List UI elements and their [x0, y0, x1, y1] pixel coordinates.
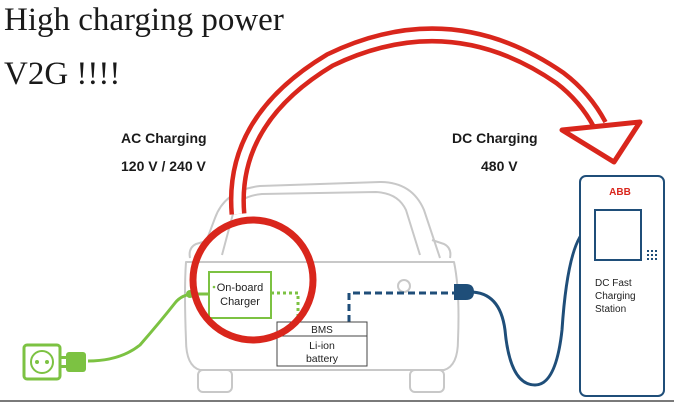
headline-line-1: High charging power: [4, 2, 284, 38]
ac-charging-voltage: 120 V / 240 V: [121, 158, 206, 174]
battery-label-2: battery: [306, 353, 339, 365]
onboard-charger-box: [208, 271, 272, 319]
dc-dashed-link: [347, 291, 455, 322]
battery-label-1: Li-ion: [309, 340, 335, 352]
onboard-bullet: [212, 285, 216, 289]
onboard-charger-label-2: Charger: [220, 296, 260, 308]
ac-plug-icon: [60, 352, 86, 372]
station-label-1: DC Fast: [595, 278, 632, 289]
v2g-arrow: [228, 26, 643, 215]
ac-green-cable: [87, 290, 210, 363]
dc-charging-station: [579, 175, 665, 397]
dc-cable: [469, 226, 589, 387]
highlight-circle: [189, 216, 317, 344]
wall-outlet-icon: [22, 343, 62, 381]
dc-charging-title: DC Charging: [452, 130, 538, 146]
onboard-charger-label-1: On-board: [217, 282, 263, 294]
station-label-3: Station: [595, 304, 626, 315]
headline-line-2: V2G !!!!: [4, 56, 121, 92]
charger-to-battery-link: [271, 291, 300, 322]
dc-plug-icon: [454, 284, 474, 300]
bms-label: BMS: [311, 325, 333, 336]
battery-box: [276, 321, 368, 367]
dc-charging-voltage: 480 V: [481, 158, 518, 174]
station-label-2: Charging: [595, 291, 636, 302]
ac-charging-title: AC Charging: [121, 130, 207, 146]
abb-logo: ABB: [609, 187, 631, 198]
